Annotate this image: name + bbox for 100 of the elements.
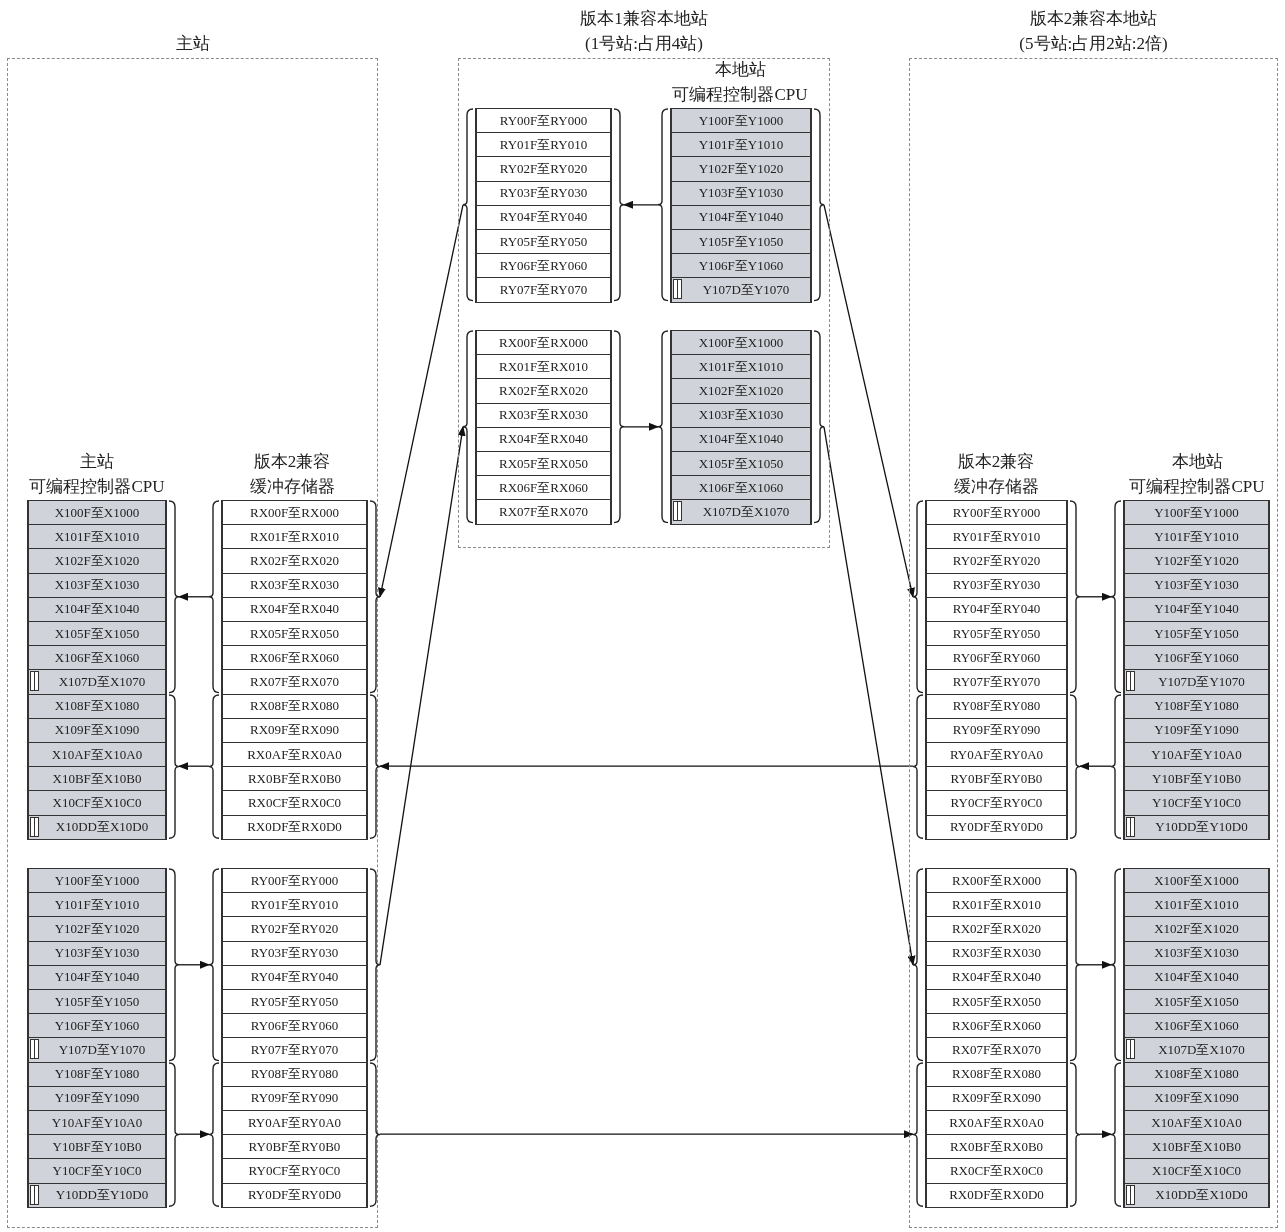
arrow — [178, 762, 210, 771]
column-heading: 可编程控制器CPU — [1128, 476, 1266, 498]
register-cell: X10BF至X10B0 — [27, 766, 167, 792]
register-cell: RY09F至RY090 — [221, 1085, 368, 1111]
register-cell: RX0CF至RX0C0 — [221, 790, 368, 816]
register-cell: Y104F至Y1040 — [670, 204, 812, 230]
register-cell: X10AF至X10A0 — [1123, 1110, 1270, 1136]
register-cell: X109F至X1090 — [27, 717, 167, 743]
register-cell: X109F至X1090 — [1123, 1085, 1270, 1111]
register-cell: RY07F至RY070 — [221, 1037, 368, 1063]
register-cell: RY04F至RY040 — [475, 204, 612, 230]
register-cell: X100F至X1000 — [670, 330, 812, 356]
register-cell: Y10AF至Y10A0 — [27, 1110, 167, 1136]
register-cell: X105F至X1050 — [1123, 989, 1270, 1015]
register-cell: X103F至X1030 — [1123, 940, 1270, 966]
register-cell: RX00F至RX000 — [925, 868, 1068, 894]
register-cell: RX09F至RX090 — [221, 717, 368, 743]
register-cell: RY07F至RY070 — [925, 669, 1068, 695]
register-cell: X10CF至X10C0 — [1123, 1158, 1270, 1184]
register-cell: X10BF至X10B0 — [1123, 1134, 1270, 1160]
register-cell: RY0AF至RY0A0 — [925, 742, 1068, 768]
register-cell: RX05F至RX050 — [925, 989, 1068, 1015]
register-cell: RY07F至RY070 — [475, 277, 612, 303]
register-cell: RY08F至RY080 — [925, 693, 1068, 719]
register-cell: RY0BF至RY0B0 — [925, 766, 1068, 792]
register-cell: X100F至X1000 — [1123, 868, 1270, 894]
register-cell: RY00F至RY000 — [925, 500, 1068, 526]
register-cell: RY06F至RY060 — [475, 253, 612, 279]
register-cell: RX08F至RX080 — [925, 1061, 1068, 1087]
arrow — [379, 425, 466, 966]
register-cell: X107D至X1070 — [670, 499, 812, 525]
register-cell: RX0AF至RX0A0 — [925, 1110, 1068, 1136]
register-cell: RX03F至RX030 — [475, 402, 612, 428]
register-cell: X102F至X1020 — [670, 378, 812, 404]
register-cell: RY0AF至RY0A0 — [221, 1110, 368, 1136]
register-cell: RX0BF至RX0B0 — [221, 766, 368, 792]
register-cell: RX05F至RX050 — [475, 451, 612, 477]
register-cell: Y105F至Y1050 — [27, 989, 167, 1015]
register-cell: RY02F至RY020 — [221, 916, 368, 942]
register-cell: RX01F至RX010 — [475, 354, 612, 380]
register-cell: RY02F至RY020 — [475, 156, 612, 182]
register-cell: RX04F至RX040 — [475, 426, 612, 452]
register-cell: X108F至X1080 — [27, 693, 167, 719]
arrow — [623, 200, 659, 209]
register-cell: Y104F至Y1040 — [27, 964, 167, 990]
register-cell: Y10CF至Y10C0 — [27, 1158, 167, 1184]
register-cell: RX06F至RX060 — [475, 475, 612, 501]
register-cell: Y100F至Y1000 — [670, 108, 812, 134]
register-cell: RX08F至RX080 — [221, 693, 368, 719]
register-cell: RX03F至RX030 — [221, 572, 368, 598]
register-cell: RX07F至RX070 — [221, 669, 368, 695]
register-cell: RY06F至RY060 — [925, 645, 1068, 671]
arrow — [1079, 762, 1112, 771]
register-cell: Y100F至Y1000 — [1123, 500, 1270, 526]
register-cell: Y108F至Y1080 — [27, 1061, 167, 1087]
register-cell: Y10DD至Y10D0 — [1123, 814, 1270, 840]
register-cell: RY03F至RY030 — [925, 572, 1068, 598]
arrow — [379, 1130, 914, 1139]
register-cell: X10CF至X10C0 — [27, 790, 167, 816]
arrow — [823, 204, 915, 598]
register-cell: RY0DF至RY0D0 — [925, 814, 1068, 840]
column-heading: 本地站 — [713, 59, 767, 81]
register-cell: Y100F至Y1000 — [27, 868, 167, 894]
register-cell: X101F至X1010 — [1123, 892, 1270, 918]
register-cell: Y101F至Y1010 — [670, 132, 812, 158]
register-cell: X106F至X1060 — [670, 475, 812, 501]
register-cell: RX07F至RX070 — [925, 1037, 1068, 1063]
register-cell: RY04F至RY040 — [221, 964, 368, 990]
register-cell: RY01F至RY010 — [475, 132, 612, 158]
register-cell: RX07F至RX070 — [475, 499, 612, 525]
register-cell: X105F至X1050 — [670, 451, 812, 477]
column-heading: 缓冲存储器 — [248, 476, 336, 498]
register-cell: RX04F至RX040 — [221, 596, 368, 622]
register-cell: Y105F至Y1050 — [670, 229, 812, 255]
arrow — [377, 204, 464, 598]
register-cell: Y102F至Y1020 — [27, 916, 167, 942]
register-cell: Y10BF至Y10B0 — [27, 1134, 167, 1160]
register-cell: RX02F至RX020 — [221, 548, 368, 574]
register-cell: X102F至X1020 — [27, 548, 167, 574]
register-cell: RX06F至RX060 — [925, 1013, 1068, 1039]
register-cell: Y106F至Y1060 — [670, 253, 812, 279]
register-cell: Y105F至Y1050 — [1123, 621, 1270, 647]
register-cell: RY02F至RY020 — [925, 548, 1068, 574]
register-cell: RY01F至RY010 — [925, 524, 1068, 550]
register-cell: RX00F至RX000 — [221, 500, 368, 526]
arrow — [1079, 960, 1112, 969]
register-cell: Y101F至Y1010 — [27, 892, 167, 918]
register-cell: RY03F至RY030 — [221, 940, 368, 966]
station-title: 主站 — [175, 33, 210, 55]
register-cell: RY08F至RY080 — [221, 1061, 368, 1087]
register-cell: RX01F至RX010 — [925, 892, 1068, 918]
register-cell: RY05F至RY050 — [475, 229, 612, 255]
register-cell: Y10AF至Y10A0 — [1123, 742, 1270, 768]
column-heading: 可编程控制器CPU — [28, 476, 166, 498]
register-cell: Y106F至Y1060 — [27, 1013, 167, 1039]
register-cell: RY05F至RY050 — [221, 989, 368, 1015]
register-cell: X10DD至X10D0 — [1123, 1182, 1270, 1208]
register-cell: RX04F至RX040 — [925, 964, 1068, 990]
register-cell: X106F至X1060 — [1123, 1013, 1270, 1039]
register-cell: RX01F至RX010 — [221, 524, 368, 550]
